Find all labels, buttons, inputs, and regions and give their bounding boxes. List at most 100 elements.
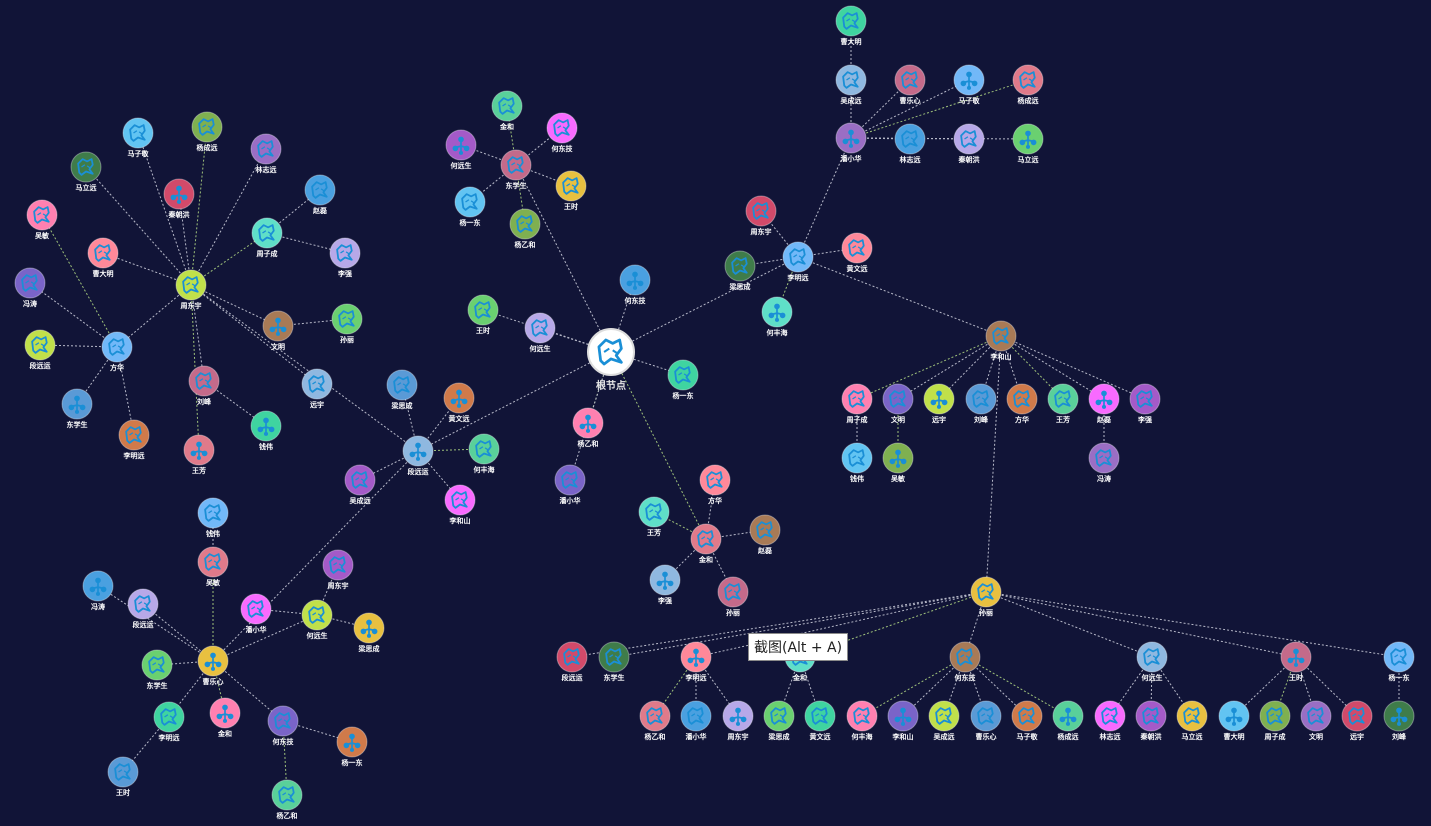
graph-node[interactable]: 何远生 (524, 312, 556, 353)
graph-node[interactable]: 段远运 (556, 641, 588, 682)
graph-node[interactable]: 王时 (107, 756, 139, 797)
graph-node[interactable]: 方华 (101, 331, 133, 372)
graph-node[interactable]: 杨一东 (667, 359, 699, 400)
graph-node[interactable]: 马立远 (1012, 123, 1044, 164)
graph-node[interactable]: 周子成 (841, 383, 873, 424)
graph-node[interactable]: 何丰海 (761, 296, 793, 337)
graph-node[interactable]: 何远生 (301, 599, 333, 640)
graph-node[interactable]: 梁思成 (724, 250, 756, 291)
graph-node[interactable]: 远宇 (301, 368, 333, 409)
graph-node[interactable]: 孙丽 (970, 576, 1002, 617)
graph-node[interactable]: 冯涛 (82, 570, 114, 611)
graph-node[interactable]: 赵磊 (304, 174, 336, 215)
graph-node[interactable]: 刘峰 (1383, 700, 1415, 741)
graph-node[interactable]: 周子成 (1259, 700, 1291, 741)
graph-node[interactable]: 何丰海 (468, 433, 500, 474)
graph-node[interactable]: 杨乙和 (572, 407, 604, 448)
graph-node[interactable]: 文明 (882, 383, 914, 424)
graph-node[interactable]: 梁思成 (353, 612, 385, 653)
graph-node[interactable]: 吴成远 (344, 464, 376, 505)
graph-node[interactable]: 杨成远 (191, 111, 223, 152)
graph-node[interactable]: 曹大明 (1218, 700, 1250, 741)
graph-node[interactable]: 东学生 (141, 649, 173, 690)
graph-node[interactable]: 林志远 (1094, 700, 1126, 741)
graph-node[interactable]: 孙丽 (331, 303, 363, 344)
graph-node[interactable]: 李明远 (118, 419, 150, 460)
graph-node[interactable]: 杨一东 (336, 726, 368, 767)
graph-node[interactable]: 东学生 (598, 641, 630, 682)
graph-node[interactable]: 周东宇 (745, 195, 777, 236)
graph-node[interactable]: 王芳 (183, 434, 215, 475)
graph-node[interactable]: 李强 (649, 564, 681, 605)
graph-node[interactable]: 段远运 (127, 588, 159, 629)
graph-node[interactable]: 梁思成 (386, 369, 418, 410)
graph-node[interactable]: 马立远 (1176, 700, 1208, 741)
graph-node[interactable]: 王时 (467, 294, 499, 335)
graph-node[interactable]: 金和 (209, 697, 241, 738)
graph-node[interactable]: 赵磊 (1088, 383, 1120, 424)
graph-node[interactable]: 吴敏 (26, 199, 58, 240)
graph-node[interactable]: 文明 (1300, 700, 1332, 741)
graph-node[interactable]: 马子敬 (122, 117, 154, 158)
graph-node[interactable]: 吴敏 (882, 442, 914, 483)
graph-node[interactable]: 秦朝洪 (163, 178, 195, 219)
graph-node[interactable]: 何远生 (445, 129, 477, 170)
graph-node[interactable]: 李明远 (680, 641, 712, 682)
graph-node[interactable]: 潘小华 (835, 122, 867, 163)
graph-node[interactable]: 马立远 (70, 151, 102, 192)
node-layer[interactable]: 根节点段远运东学生李明远金和何东技何远生王时杨一东杨乙和潘小华周东宇梁思成黄文远… (14, 5, 1415, 820)
graph-node[interactable]: 李明远 (782, 241, 814, 282)
graph-node[interactable]: 段远运 (402, 435, 434, 476)
graph-node[interactable]: 黄文远 (804, 700, 836, 741)
graph-node[interactable]: 金和 (491, 90, 523, 131)
graph-node[interactable]: 李和山 (985, 320, 1017, 361)
graph-node[interactable]: 周东宇 (322, 549, 354, 590)
graph-node[interactable]: 李明远 (153, 701, 185, 742)
graph-node[interactable]: 曹乐心 (894, 64, 926, 105)
graph-node[interactable]: 潘小华 (240, 593, 272, 634)
graph-node[interactable]: 吴成远 (835, 64, 867, 105)
graph-node[interactable]: 钱伟 (250, 410, 282, 451)
graph-node[interactable]: 何东技 (949, 641, 981, 682)
graph-node[interactable]: 何东技 (546, 112, 578, 153)
graph-node[interactable]: 方华 (699, 464, 731, 505)
graph-node[interactable]: 王芳 (1047, 383, 1079, 424)
graph-node[interactable]: 林志远 (250, 133, 282, 174)
graph-node[interactable]: 周东宇 (175, 269, 207, 310)
graph-node[interactable]: 杨成远 (1012, 64, 1044, 105)
graph-node[interactable]: 何丰海 (846, 700, 878, 741)
graph-node[interactable]: 吴成远 (928, 700, 960, 741)
graph-node[interactable]: 杨一东 (1383, 641, 1415, 682)
graph-node[interactable]: 方华 (1006, 383, 1038, 424)
graph-node[interactable]: 王时 (1280, 641, 1312, 682)
graph-node[interactable]: 段远运 (24, 329, 56, 370)
graph-node[interactable]: 远宇 (923, 383, 955, 424)
graph-node[interactable]: 杨乙和 (271, 779, 303, 820)
graph-node[interactable]: 曹大明 (835, 5, 867, 46)
graph-node[interactable]: 何远生 (1136, 641, 1168, 682)
graph-node[interactable]: 杨乙和 (639, 700, 671, 741)
graph-node[interactable]: 冯涛 (14, 267, 46, 308)
graph-node[interactable]: 钱伟 (197, 497, 229, 538)
graph-node[interactable]: 赵磊 (749, 514, 781, 555)
graph-node[interactable]: 王时 (555, 170, 587, 211)
graph-node[interactable]: 文明 (262, 310, 294, 351)
graph-node[interactable]: 孙丽 (717, 576, 749, 617)
graph-node[interactable]: 李强 (329, 237, 361, 278)
graph-node[interactable]: 秦朝洪 (953, 123, 985, 164)
graph-node[interactable]: 远宇 (1341, 700, 1373, 741)
graph-node[interactable]: 东学生 (61, 388, 93, 429)
graph-node[interactable]: 刘峰 (965, 383, 997, 424)
graph-node[interactable]: 曹大明 (87, 237, 119, 278)
graph-node[interactable]: 李强 (1129, 383, 1161, 424)
graph-node[interactable]: 林志远 (894, 123, 926, 164)
graph-node[interactable]: 何东技 (267, 705, 299, 746)
graph-node[interactable]: 周子成 (251, 217, 283, 258)
graph-node[interactable]: 金和 (690, 523, 722, 564)
graph-node[interactable]: 李和山 (444, 484, 476, 525)
graph-node[interactable]: 曹乐心 (197, 645, 229, 686)
graph-node[interactable]: 周东宇 (722, 700, 754, 741)
graph-node[interactable]: 梁思成 (763, 700, 795, 741)
graph-node[interactable]: 秦朝洪 (1135, 700, 1167, 741)
